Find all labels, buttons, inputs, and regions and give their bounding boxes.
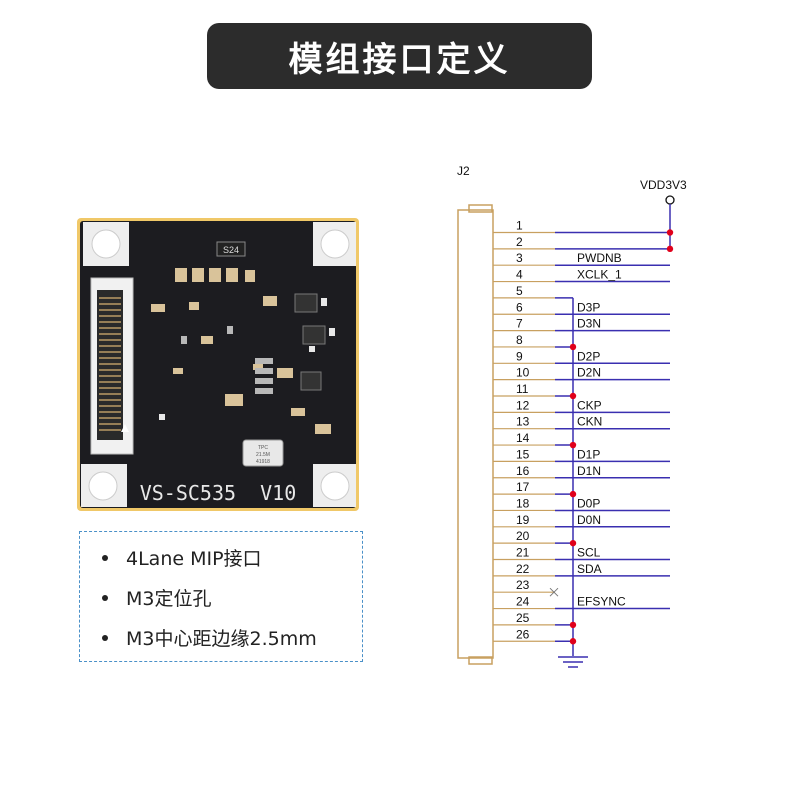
pin-number: 11 xyxy=(516,382,529,396)
net-label: CKP xyxy=(577,398,602,412)
svg-text:21.5M: 21.5M xyxy=(256,452,270,458)
page-title: 模组接口定义 xyxy=(288,39,511,80)
pin-number: 10 xyxy=(516,366,530,380)
pin-number: 16 xyxy=(516,464,530,478)
pin-number: 2 xyxy=(516,235,523,249)
net-label: CKN xyxy=(577,415,602,429)
pin-number: 3 xyxy=(516,251,523,265)
svg-text:41918: 41918 xyxy=(256,459,270,465)
junction-dot xyxy=(569,392,577,400)
power-terminal-icon xyxy=(665,195,675,205)
feature-item: M3中心距边缘2.5mm xyxy=(102,624,317,651)
power-net-label: VDD3V3 xyxy=(640,178,687,192)
board-silkscreen-label: VS-SC535 V10 xyxy=(140,481,297,505)
net-label: XCLK_1 xyxy=(577,268,622,282)
crystal-oscillator xyxy=(242,439,284,467)
junction-dot xyxy=(569,621,577,629)
title-banner: 模组接口定义 xyxy=(207,23,592,89)
pin-number: 15 xyxy=(516,447,530,461)
net-label: SDA xyxy=(577,562,602,576)
camera-module-board: S24 TPC 21.5M 41918 VS-SC535 V10 xyxy=(77,218,359,511)
connector-body xyxy=(457,209,494,659)
connector-cap-bottom xyxy=(468,656,493,665)
pin-number: 5 xyxy=(516,284,523,298)
feature-list: 4Lane MIP接口 M3定位孔 M3中心距边缘2.5mm xyxy=(79,531,363,662)
connector-cap-top xyxy=(468,204,493,213)
net-label: D2P xyxy=(577,349,600,363)
pin-number: 12 xyxy=(516,398,530,412)
pin-number: 26 xyxy=(516,627,530,641)
bullet-icon xyxy=(102,554,108,561)
junction-dot xyxy=(569,441,577,449)
pin-number: 17 xyxy=(516,480,530,494)
feature-item: 4Lane MIP接口 xyxy=(102,544,262,571)
junction-dot xyxy=(569,343,577,351)
bullet-icon xyxy=(102,634,108,641)
pin-number: 24 xyxy=(516,595,530,609)
svg-text:TPC: TPC xyxy=(258,445,268,451)
pin-number: 7 xyxy=(516,317,523,331)
net-label: D3N xyxy=(577,317,601,331)
net-label: SCL xyxy=(577,546,601,560)
net-label: PWDNB xyxy=(577,251,622,265)
chip-marking: S24 xyxy=(223,245,239,255)
net-label: D1N xyxy=(577,464,601,478)
pin-number: 22 xyxy=(516,562,530,576)
net-label: D0N xyxy=(577,513,601,527)
junction-dot xyxy=(666,245,674,253)
net-label: D2N xyxy=(577,366,601,380)
junction-dot xyxy=(569,539,577,547)
pin-number: 6 xyxy=(516,300,523,314)
net-label: D0P xyxy=(577,496,600,510)
pin-number: 9 xyxy=(516,349,523,363)
pin-number: 25 xyxy=(516,611,530,625)
pin-number: 13 xyxy=(516,415,530,429)
net-label: EFSYNC xyxy=(577,595,626,609)
pin-number: 18 xyxy=(516,496,530,510)
net-label: D3P xyxy=(577,300,600,314)
feature-item: M3定位孔 xyxy=(102,584,211,611)
pin-number: 20 xyxy=(516,529,530,543)
connector-reference: J2 xyxy=(457,164,470,178)
no-connect-icon xyxy=(549,587,559,597)
bullet-icon xyxy=(102,594,108,601)
junction-dot xyxy=(666,229,674,236)
pin-number: 1 xyxy=(516,219,523,233)
junction-dot xyxy=(569,638,577,645)
net-label: D1P xyxy=(577,447,600,461)
pin-number: 19 xyxy=(516,513,530,527)
pin-number: 14 xyxy=(516,431,530,445)
pin-number: 4 xyxy=(516,268,523,282)
pin-number: 23 xyxy=(516,578,530,592)
pin-number: 21 xyxy=(516,546,530,560)
pin-number: 8 xyxy=(516,333,523,347)
junction-dot xyxy=(569,490,577,498)
